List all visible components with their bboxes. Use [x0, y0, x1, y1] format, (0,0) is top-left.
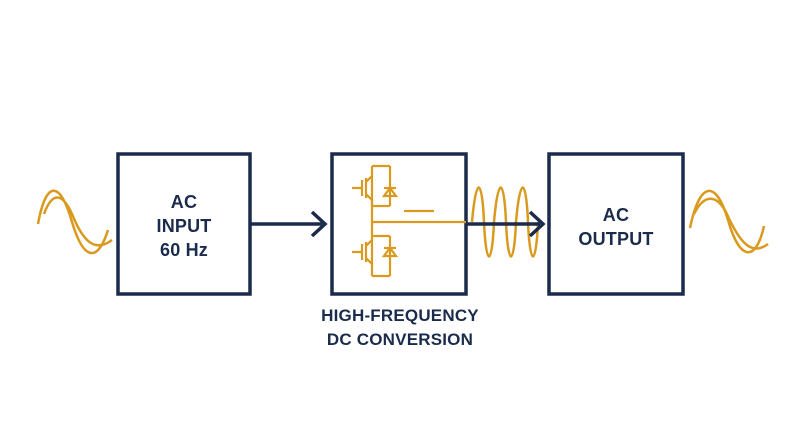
converter-caption-line-1: HIGH-FREQUENCY [321, 306, 479, 325]
converter-caption: HIGH-FREQUENCY DC CONVERSION [290, 304, 510, 352]
ac-input-line-3: 60 Hz [159, 240, 209, 260]
ac-input-line-1: AC [170, 192, 198, 212]
arrow-input-to-converter [250, 210, 328, 238]
high-frequency-wave [470, 186, 540, 258]
arrow-converter-to-output [466, 210, 546, 238]
ac-output-label: AC OUTPUT [549, 203, 683, 251]
ac-input-line-2: INPUT [156, 216, 212, 236]
ac-output-box [547, 152, 685, 296]
input-sine-wave [36, 189, 113, 255]
converter-box [330, 152, 468, 296]
converter-caption-line-2: DC CONVERSION [326, 330, 474, 349]
ac-output-line-1: AC [602, 205, 630, 225]
ac-output-line-2: OUTPUT [578, 229, 654, 249]
igbt-switch-icon [352, 164, 466, 278]
ac-input-label: AC INPUT 60 Hz [118, 190, 250, 262]
output-sine-wave [688, 189, 769, 254]
